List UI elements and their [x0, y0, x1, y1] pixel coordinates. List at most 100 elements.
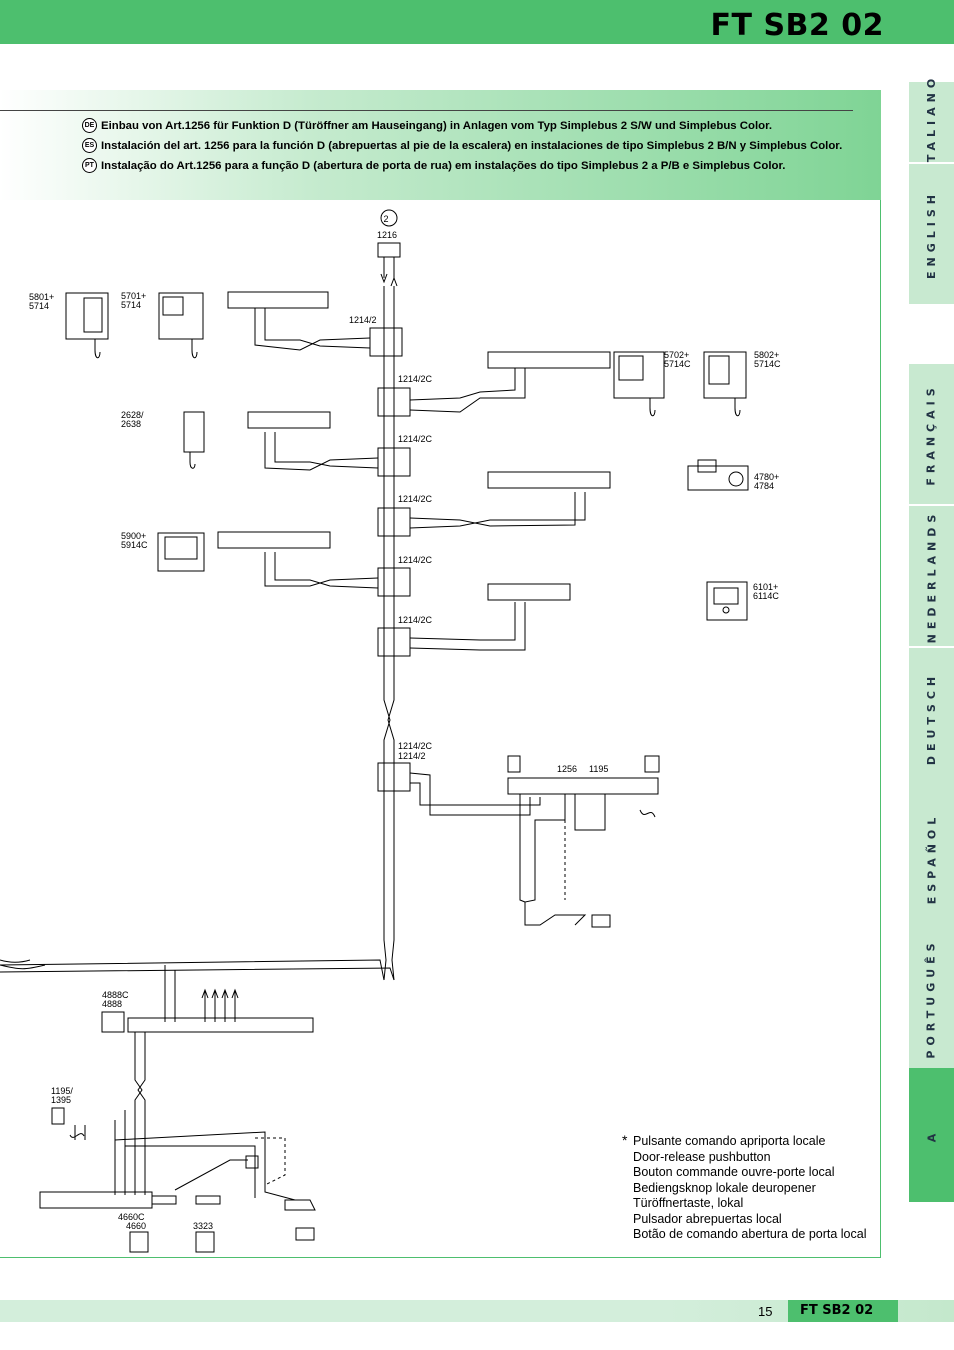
legend-line: Türöffnertaste, lokal: [633, 1196, 744, 1210]
tab-a[interactable]: A: [909, 1068, 954, 1204]
key-icon: [245, 1155, 259, 1169]
legend-line: Bediengsknop lokale deuropener: [633, 1180, 816, 1195]
riser-label: 1214/2: [349, 315, 377, 325]
entrance-panel-4780-icon: [687, 465, 749, 491]
wiring-diagram: 1216 2 1214/2 1214/2C 1214/2C 1214/2C 12…: [0, 209, 781, 1253]
marker-label: 2: [383, 214, 388, 224]
intro-row-es: ES Instalación del art. 1256 para la fun…: [82, 138, 842, 153]
terminal-block: [127, 1017, 314, 1033]
monitor-5802-icon: [703, 351, 747, 399]
device-label: 6101+: [753, 582, 778, 592]
riser-label: 1214/2C: [398, 555, 433, 565]
monitor-5701-icon: [158, 292, 204, 340]
intro-text: Instalação do Art.1256 para a função D (…: [101, 159, 786, 172]
language-sidebar: ITALIANO ENGLISH FRANÇAIS NEDERLANDS DEU…: [909, 73, 954, 1204]
intro-divider: [0, 110, 853, 111]
terminal-block: [507, 777, 659, 795]
device-label: 5802+: [754, 350, 779, 360]
language-badge: PT: [82, 158, 97, 173]
intro-row-de: DE Einbau von Art.1256 für Funktion D (T…: [82, 118, 772, 133]
entrance-panel-icon: [129, 1231, 149, 1253]
footer-tag-label: FT SB2 02: [800, 1303, 874, 1318]
distributor-block: [377, 627, 411, 657]
distributor-block: [369, 327, 403, 357]
distributor-block: [377, 567, 411, 597]
device-label: 5714: [121, 300, 141, 310]
device-label: 1195: [589, 764, 608, 774]
terminal-block: [377, 242, 401, 258]
tab-espanol[interactable]: ESPAÑOL: [909, 788, 954, 930]
terminal-block: [217, 531, 331, 549]
intro-text: Einbau von Art.1256 für Funktion D (Türö…: [101, 119, 773, 132]
riser-cable-right: [387, 286, 395, 981]
label-1216: 1216: [377, 230, 397, 240]
device-label: 1195/: [51, 1086, 73, 1096]
riser-label: 1214/2C: [398, 434, 433, 444]
header-bar: [0, 0, 954, 44]
terminal-block: [487, 583, 571, 601]
device-label: 5914C: [121, 540, 148, 550]
keypad-icon: [195, 1231, 215, 1253]
device-label: 5714C: [664, 359, 691, 369]
device-label: 5900+: [121, 531, 146, 541]
diagram-marker: [380, 209, 398, 227]
lock-symbol: [591, 914, 611, 928]
terminal-block: [227, 291, 329, 309]
intro-box: [0, 90, 881, 200]
distributor-block: [377, 447, 411, 477]
distributor-block: [377, 762, 411, 792]
device-label: 2638: [121, 419, 141, 429]
legend-marker: *: [622, 1132, 628, 1148]
distributor-block: [377, 387, 411, 417]
relay-icon: [644, 755, 660, 773]
riser-cable-left: [383, 286, 391, 981]
monitor-5702-icon: [613, 351, 665, 399]
lock-symbol: [295, 1227, 315, 1241]
device-label: 5714C: [754, 359, 781, 369]
relay-icon: [51, 1107, 65, 1125]
device-label: 5801+: [29, 292, 54, 302]
device-label: 5702+: [664, 350, 689, 360]
terminal-block: [487, 471, 611, 489]
tab-deutsch[interactable]: DEUTSCH: [909, 648, 954, 790]
entrance-panel-6101-icon: [706, 581, 748, 621]
device-label: 4888C: [102, 990, 129, 1000]
tab-italiano[interactable]: ITALIANO: [909, 73, 954, 171]
tab-english[interactable]: ENGLISH: [909, 164, 954, 306]
device-label: 4784: [754, 481, 774, 491]
terminal-block: [247, 411, 331, 429]
connector-icon: [151, 1195, 177, 1205]
intro-row-pt: PT Instalação do Art.1256 para a função …: [82, 158, 785, 173]
device-label: 2628/: [121, 410, 144, 420]
riser-label: 1214/2C: [398, 374, 433, 384]
riser-label: 1214/2: [398, 751, 426, 761]
connector-icon: [195, 1195, 221, 1205]
power-supply-icon: [101, 1011, 125, 1033]
distributor-block: [377, 507, 411, 537]
tab-portugues[interactable]: PORTUGUÊS: [909, 928, 954, 1070]
device-label: 1256: [557, 764, 577, 774]
handset-2628-icon: [183, 411, 205, 453]
riser-label: 1214/2C: [398, 494, 433, 504]
legend-line: Botão de comando abertura de porta local: [633, 1227, 867, 1241]
device-label: 6114C: [753, 591, 779, 601]
legend-line: Bouton commande ouvre-porte local: [633, 1165, 835, 1179]
footer-bar: [0, 1300, 954, 1322]
legend-line: Pulsador abrepuertas local: [633, 1211, 782, 1226]
monitor-5900-icon: [157, 532, 205, 572]
language-badge: DE: [82, 118, 97, 133]
terminal-block: [487, 351, 611, 369]
device-label: 3323: [193, 1221, 213, 1231]
device-label: 4780+: [754, 472, 779, 482]
riser-label: 1214/2C: [398, 615, 433, 625]
monitor-5801-icon: [65, 292, 109, 340]
legend-line: Door-release pushbutton: [633, 1149, 771, 1164]
footer-tag: FT SB2 02: [788, 1300, 898, 1322]
relay-icon: [507, 755, 521, 773]
language-badge: ES: [82, 138, 97, 153]
page-title: FT SB2 02: [710, 8, 884, 43]
device-label: 5714: [29, 301, 49, 311]
tab-francais[interactable]: FRANÇAIS: [909, 364, 954, 506]
device-label: 4888: [102, 999, 122, 1009]
tab-nederlands[interactable]: NEDERLANDS: [909, 506, 954, 648]
